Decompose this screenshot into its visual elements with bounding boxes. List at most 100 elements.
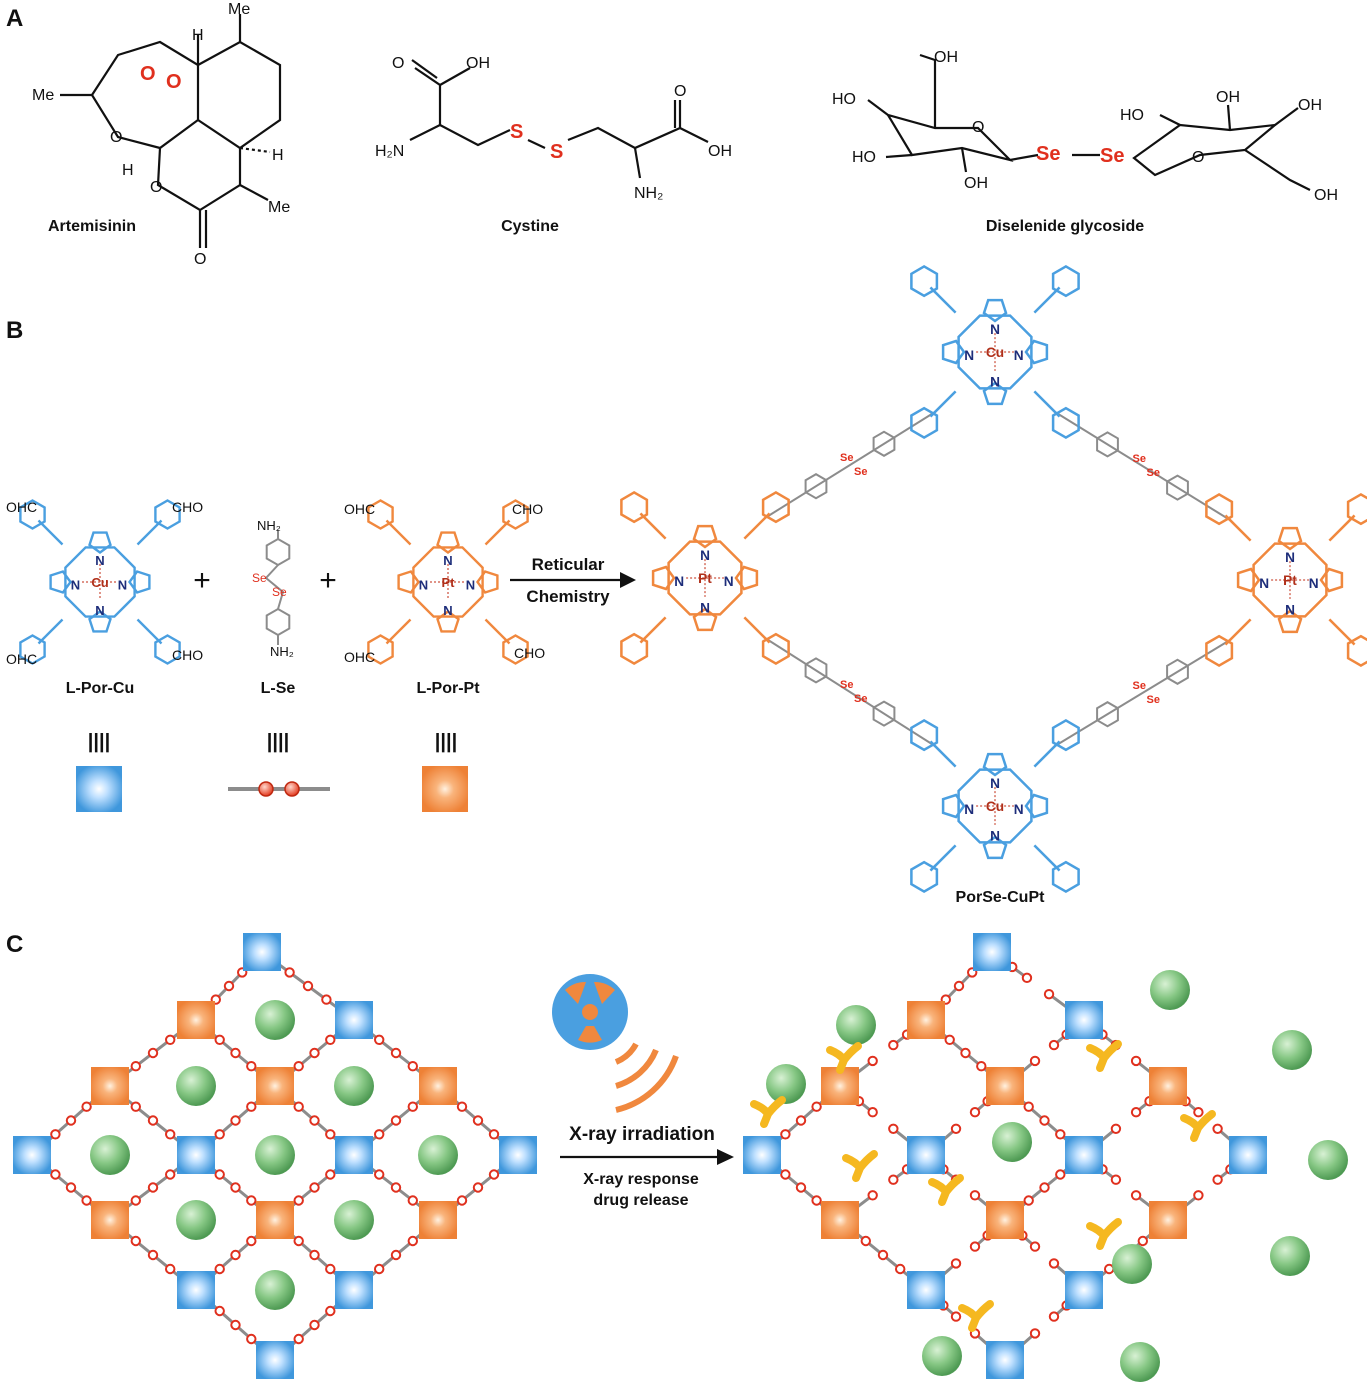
atom-label: OH: [1216, 89, 1240, 106]
cu-node: [335, 1001, 373, 1039]
selenium-bead: [888, 1123, 899, 1134]
pyrrole-ring: [128, 570, 151, 594]
pt-node: [177, 1001, 215, 1039]
pyrrole-ring: [651, 565, 676, 591]
nitrogen-label: N: [1309, 576, 1319, 591]
metal-label: Cu: [986, 345, 1004, 360]
drug-molecule: [1308, 1140, 1348, 1180]
selenium-bead: [1110, 1123, 1122, 1134]
drug-molecule: [1120, 1342, 1160, 1382]
equivalence-bars: ||||: [435, 731, 457, 753]
drug-molecule: [255, 1270, 295, 1310]
selenium-bead: [960, 1047, 971, 1059]
selenium-bead: [1039, 1115, 1050, 1126]
meso-bond: [929, 844, 957, 872]
benzene-ring: [1205, 634, 1234, 668]
selenium-bead: [309, 1115, 320, 1126]
meso-bond: [1033, 740, 1061, 768]
selenium-bead: [407, 1101, 418, 1112]
selenium-bead: [130, 1195, 142, 1206]
meso-bond: [1033, 390, 1061, 418]
selenium-bead: [860, 1235, 871, 1247]
pt-node: [821, 1201, 859, 1239]
pt-node: [1149, 1067, 1187, 1105]
panel-c: C X-ray irradiation X-ray response drug …: [6, 931, 1348, 1382]
nitrogen-label: N: [990, 322, 1000, 337]
selenium-bead: [230, 1047, 241, 1059]
l-se-structure: [264, 530, 291, 645]
artemisinin-atoms: Me Me H H H Me O O O O O: [32, 1, 290, 268]
benzene-ring: [1205, 492, 1234, 526]
selenium-bead: [230, 1182, 241, 1193]
benzene-ring: [910, 406, 939, 440]
pyrrole-ring: [49, 570, 72, 594]
selenium-bead: [284, 967, 295, 978]
benzene-ring: [1096, 431, 1119, 458]
nitrogen-label: N: [1259, 576, 1269, 591]
benzene-ring: [19, 634, 46, 665]
cystine-atoms: O OH H₂N S S O OH NH₂: [375, 55, 732, 202]
benzene-ring: [1051, 860, 1080, 894]
selenium-bead: [1212, 1123, 1223, 1134]
benzene-ring: [1096, 701, 1119, 728]
selenium-bead: [888, 1039, 899, 1051]
pyrrole-ring: [88, 610, 112, 633]
selenium-bead: [456, 1101, 468, 1112]
selenium-bead: [374, 1169, 385, 1180]
pyrrole-ring: [1024, 793, 1049, 819]
meso-bond: [1033, 286, 1061, 314]
meso-bond: [743, 512, 771, 540]
cu-node-block: [76, 766, 122, 812]
selenium-bead: [1130, 1190, 1142, 1201]
porphyrin-macrocycle: [64, 546, 136, 618]
panel-label-a: A: [6, 5, 23, 32]
pyrrole-ring: [941, 339, 966, 365]
pyrrole-ring: [734, 565, 759, 591]
selenium-bead: [390, 1115, 402, 1126]
aldehyde-label: CHO: [514, 645, 545, 661]
intact-loaded-framework: [13, 933, 537, 1379]
atom-label: H: [192, 27, 204, 44]
porphyrin-macrocycle: [957, 314, 1033, 390]
selenium-bead: [390, 1047, 402, 1059]
meso-bond: [929, 740, 957, 768]
pt-node-block: [422, 766, 468, 812]
cu-node: [13, 1136, 51, 1174]
nitrogen-label: N: [990, 375, 1000, 390]
selenium-bead: [407, 1061, 418, 1072]
selenium-bead: [325, 1263, 336, 1275]
selenium-label: Se: [1036, 143, 1060, 165]
selenium-bead: [456, 1195, 468, 1206]
equivalence-symbols: |||| |||| ||||: [88, 731, 457, 753]
pyrrole-ring: [1024, 339, 1049, 365]
selenium-bead: [293, 1061, 304, 1072]
selenium-bead: [165, 1263, 176, 1275]
l-se-groups: NH₂ NH₂ Se Se: [252, 518, 294, 659]
selenium-bead: [165, 1034, 176, 1046]
atom-label: H: [122, 162, 134, 179]
se-linker-block: [228, 781, 330, 797]
meso-bond: [484, 618, 511, 645]
meso-bond: [1328, 618, 1356, 646]
atom-label: OH: [1314, 187, 1338, 204]
pt-node: [986, 1067, 1024, 1105]
selenium-bead: [81, 1195, 92, 1206]
meso-bond: [136, 519, 163, 546]
selenium-label: Se: [840, 679, 853, 691]
selenium-bead: [374, 1129, 385, 1140]
pt-node: [907, 1001, 945, 1039]
atom-label: HO: [1120, 107, 1144, 124]
benzene-ring: [154, 634, 181, 665]
drug-molecule: [1112, 1244, 1152, 1284]
pyrrole-ring: [436, 610, 460, 633]
drug-molecule: [90, 1135, 130, 1175]
cu-node: [1065, 1136, 1103, 1174]
selenium-label: Se: [252, 571, 267, 585]
selenium-bead: [877, 1249, 889, 1261]
peroxide-oxygen-label: O: [166, 71, 182, 93]
selenium-bead: [1029, 1328, 1041, 1339]
benzene-ring: [1051, 406, 1080, 440]
pyrrole-ring: [982, 381, 1008, 406]
pyrrole-ring: [1277, 609, 1303, 634]
benzene-ring: [910, 860, 939, 894]
